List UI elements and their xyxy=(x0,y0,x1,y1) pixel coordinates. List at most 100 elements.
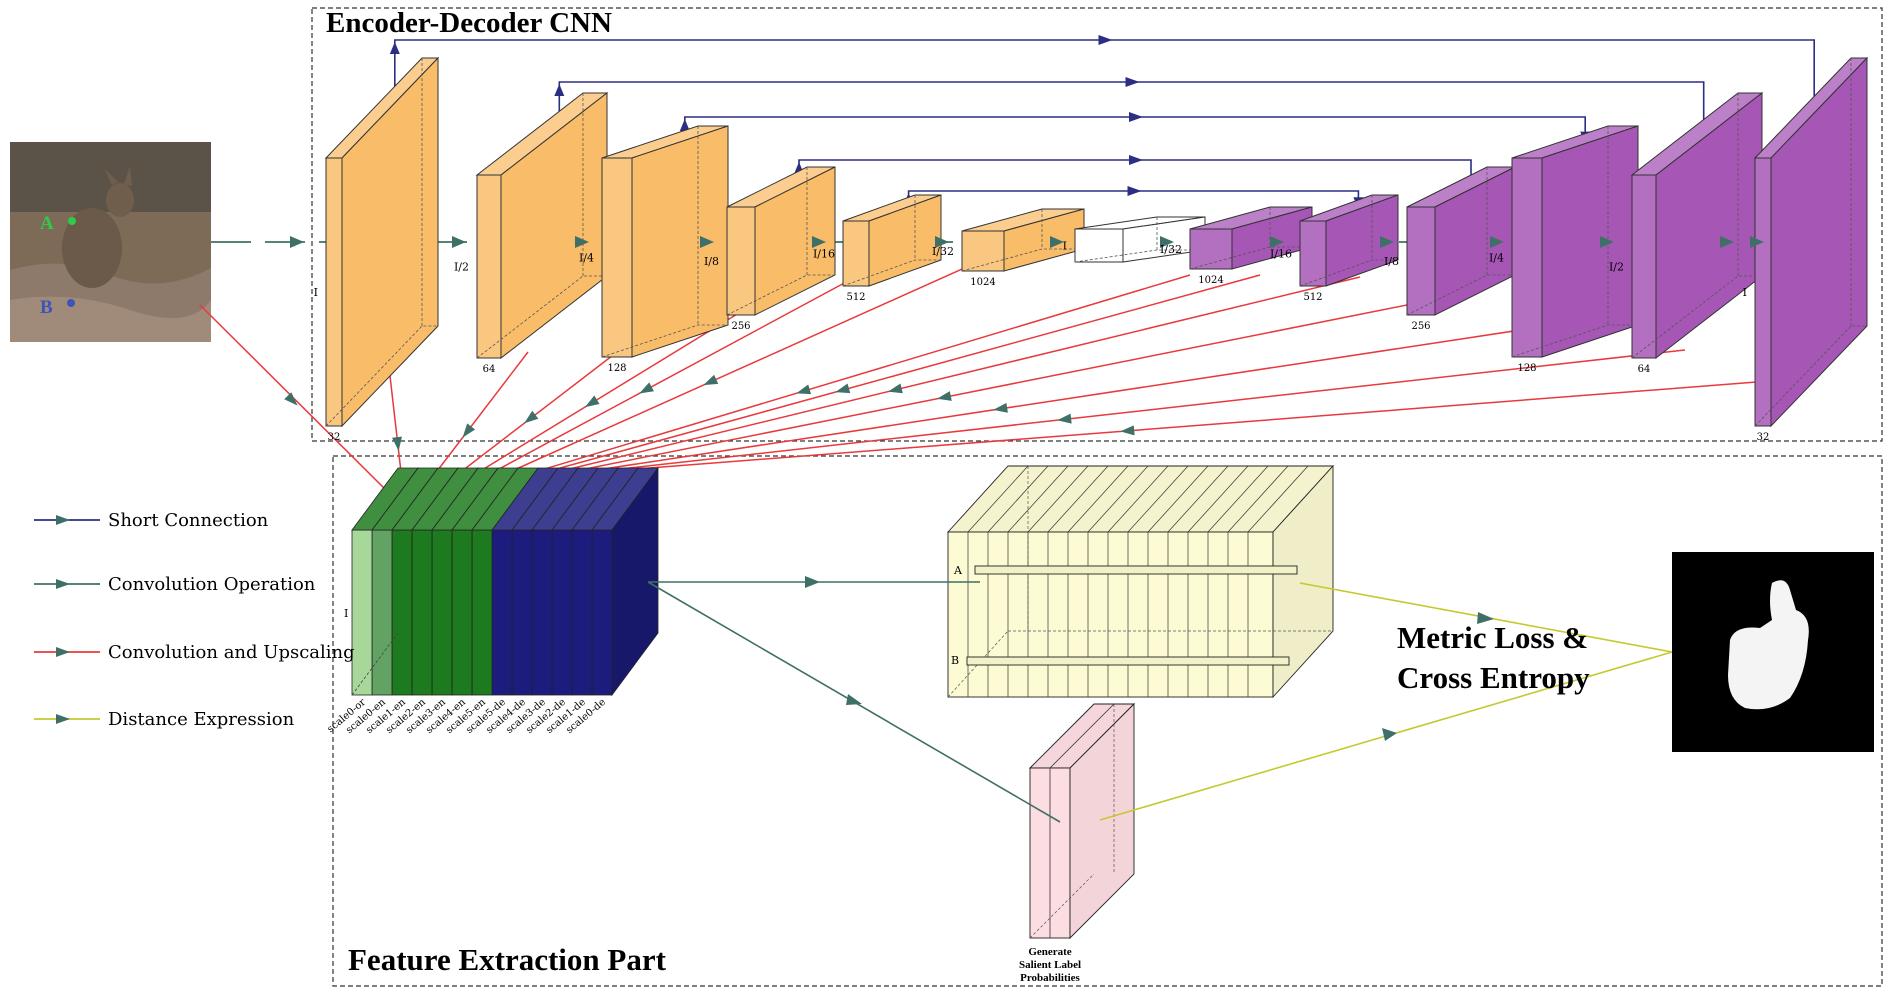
block-9-channels: 512 xyxy=(1303,292,1322,303)
conv-arrowhead xyxy=(812,236,826,248)
stack-side-label: I xyxy=(344,607,348,620)
block-9 xyxy=(1299,194,1399,287)
feature-slice xyxy=(451,467,519,696)
short-connection xyxy=(798,159,1472,189)
block-8 xyxy=(1189,206,1313,270)
point-a-label: A xyxy=(40,213,54,234)
short-connection xyxy=(558,81,1705,139)
feature-slice xyxy=(391,467,459,696)
encoder-decoder-frame xyxy=(311,7,1883,442)
conv-arrowhead xyxy=(452,236,466,248)
block-11-channels: 128 xyxy=(1517,363,1536,374)
conv-arrowhead xyxy=(1050,236,1064,248)
upscale-line xyxy=(459,266,875,491)
feature-extraction-title: Feature Extraction Part xyxy=(348,942,667,977)
block-6-resolution: I/32 xyxy=(932,245,954,258)
feature-slice xyxy=(491,467,559,696)
row-b-bar xyxy=(966,656,1290,666)
upscale-line xyxy=(557,349,1686,477)
legend-label: Convolution and Upscaling xyxy=(108,642,355,663)
scale-labels: scale0-orscale0-enscale1-enscale2-enscal… xyxy=(325,697,608,737)
feature-stack xyxy=(351,466,659,697)
feature-part-connections xyxy=(647,576,1673,823)
block-4-resolution: I/8 xyxy=(704,255,719,268)
feature-slice xyxy=(371,467,439,696)
legend-label: Distance Expression xyxy=(108,709,295,730)
legend-item: Convolution and Upscaling xyxy=(34,642,355,663)
row-a-label: A xyxy=(953,564,963,577)
legend-label: Short Connection xyxy=(108,510,269,531)
block-1-resolution: I xyxy=(314,286,318,299)
legend-item: Short Connection xyxy=(34,510,269,531)
block-10-resolution: I/8 xyxy=(1384,255,1399,268)
point-a-marker xyxy=(68,217,76,225)
block-9-resolution: I/16 xyxy=(1270,248,1292,261)
conv-arrowhead xyxy=(1750,236,1764,248)
block-1-channels: 32 xyxy=(328,432,341,443)
feature-slice xyxy=(591,466,659,697)
block-5-resolution: I/16 xyxy=(813,248,835,261)
block-6-channels: 1024 xyxy=(970,277,995,288)
encoder-decoder-blocks xyxy=(324,56,1869,428)
generate-label-line2: Salient Label xyxy=(1019,959,1081,971)
pink-probability-block xyxy=(1028,702,1136,940)
conv-arrowhead xyxy=(1380,236,1394,248)
feature-slice xyxy=(531,467,599,696)
block-2-channels: 64 xyxy=(483,364,496,375)
block-11-resolution: I/4 xyxy=(1489,252,1504,265)
short-connection xyxy=(393,39,1815,113)
conv-arrowhead xyxy=(1160,236,1174,248)
yellow-feature-block xyxy=(946,464,1335,699)
block-5 xyxy=(842,194,942,287)
metric-loss-line1: Metric Loss & xyxy=(1397,620,1588,655)
encoder-decoder-title: Encoder-Decoder CNN xyxy=(326,7,612,39)
block-11 xyxy=(1511,125,1639,358)
feature-extraction-frame xyxy=(332,455,1883,987)
feature-slice xyxy=(431,467,499,696)
upscale-line xyxy=(473,251,1001,489)
conv-arrowhead xyxy=(1270,236,1284,248)
point-b-label: B xyxy=(40,297,53,318)
output-saliency-mask xyxy=(1672,552,1874,752)
upscale-line xyxy=(487,274,1191,487)
block-6 xyxy=(961,208,1085,272)
block-1 xyxy=(324,56,440,428)
feature-slice xyxy=(411,467,479,696)
feature-slice xyxy=(511,467,579,696)
block-5-channels: 512 xyxy=(846,292,865,303)
legend-label: Convolution Operation xyxy=(108,574,316,595)
short-connection xyxy=(683,116,1586,144)
conv-arrowhead xyxy=(935,236,949,248)
metric-loss-line2: Cross Entropy xyxy=(1397,660,1590,695)
block-4-channels: 256 xyxy=(731,321,750,332)
block-8-channels: 1024 xyxy=(1198,275,1223,286)
conv-arrowhead xyxy=(1720,236,1734,248)
block-3 xyxy=(601,125,729,358)
generate-label-line3: Probabilities xyxy=(1020,972,1080,984)
upscale-line xyxy=(501,274,1261,485)
upscale-line xyxy=(571,377,1809,475)
block-12 xyxy=(1630,91,1764,360)
generate-label-line1: Generate xyxy=(1028,946,1071,958)
upscale-line xyxy=(515,276,1361,483)
block-8-resolution: I/32 xyxy=(1160,243,1182,256)
upscale-line xyxy=(529,295,1453,481)
conv-arrowhead xyxy=(575,236,589,248)
feature-slice xyxy=(551,467,619,696)
conv-arrows xyxy=(290,236,1764,248)
upscale-line xyxy=(199,304,395,499)
block-12-channels: 64 xyxy=(1638,364,1651,375)
feature-slice xyxy=(351,467,419,696)
block-13 xyxy=(1753,56,1869,428)
block-13-channels: 32 xyxy=(1757,432,1770,443)
block-2 xyxy=(475,91,609,360)
block-10-channels: 256 xyxy=(1411,321,1430,332)
block-3-resolution: I/4 xyxy=(579,252,594,265)
block-7-resolution: I xyxy=(1063,240,1067,253)
block-7 xyxy=(1074,216,1206,263)
row-b-label: B xyxy=(951,654,959,667)
point-b-marker xyxy=(67,299,75,307)
